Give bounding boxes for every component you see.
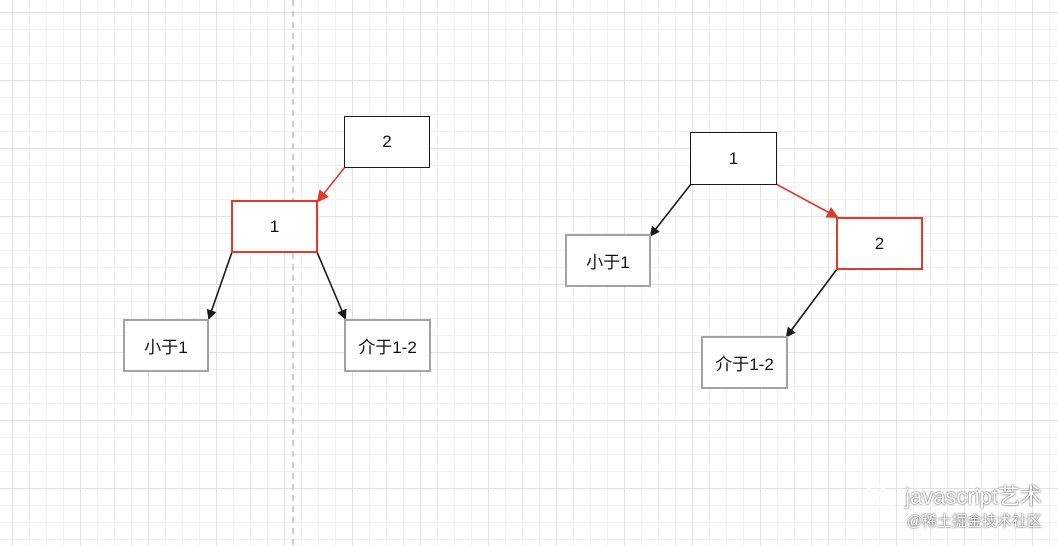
wechat-icon xyxy=(864,485,895,509)
left-leaf-between-1-2: 介于1-2 xyxy=(344,319,431,372)
left-node-1-label: 1 xyxy=(269,216,280,236)
watermark-line-1: javascript艺术 xyxy=(863,484,1042,510)
right-node-2: 2 xyxy=(836,217,923,270)
left-leaf-less-than-1-label: 小于1 xyxy=(144,338,188,357)
edge-right-1-to-less xyxy=(649,183,692,237)
right-node-1-label: 1 xyxy=(728,148,739,168)
left-node-1: 1 xyxy=(231,200,318,253)
watermark-brand: javascript艺术 xyxy=(905,484,1042,509)
right-leaf-between-1-2: 介于1-2 xyxy=(701,336,788,389)
right-leaf-between-1-2-label: 介于1-2 xyxy=(715,355,774,374)
left-node-2-label: 2 xyxy=(382,132,392,151)
left-leaf-between-1-2-label: 介于1-2 xyxy=(358,338,417,357)
right-node-2-label: 2 xyxy=(874,233,885,253)
right-leaf-less-than-1-label: 小于1 xyxy=(586,253,630,272)
right-node-1: 1 xyxy=(690,132,777,185)
edge-left-1-to-less xyxy=(206,251,233,320)
right-leaf-less-than-1: 小于1 xyxy=(565,234,651,287)
edge-left-1-to-between xyxy=(316,251,347,320)
left-leaf-less-than-1: 小于1 xyxy=(123,319,209,372)
edge-left-2-to-1 xyxy=(316,166,346,203)
edge-right-2-to-between xyxy=(785,268,838,338)
watermark: javascript艺术 @稀土掘金技术社区 xyxy=(863,484,1042,532)
left-node-2: 2 xyxy=(344,116,430,168)
edge-right-1-to-2 xyxy=(775,183,839,218)
watermark-line-2: @稀土掘金技术社区 xyxy=(906,513,1042,530)
